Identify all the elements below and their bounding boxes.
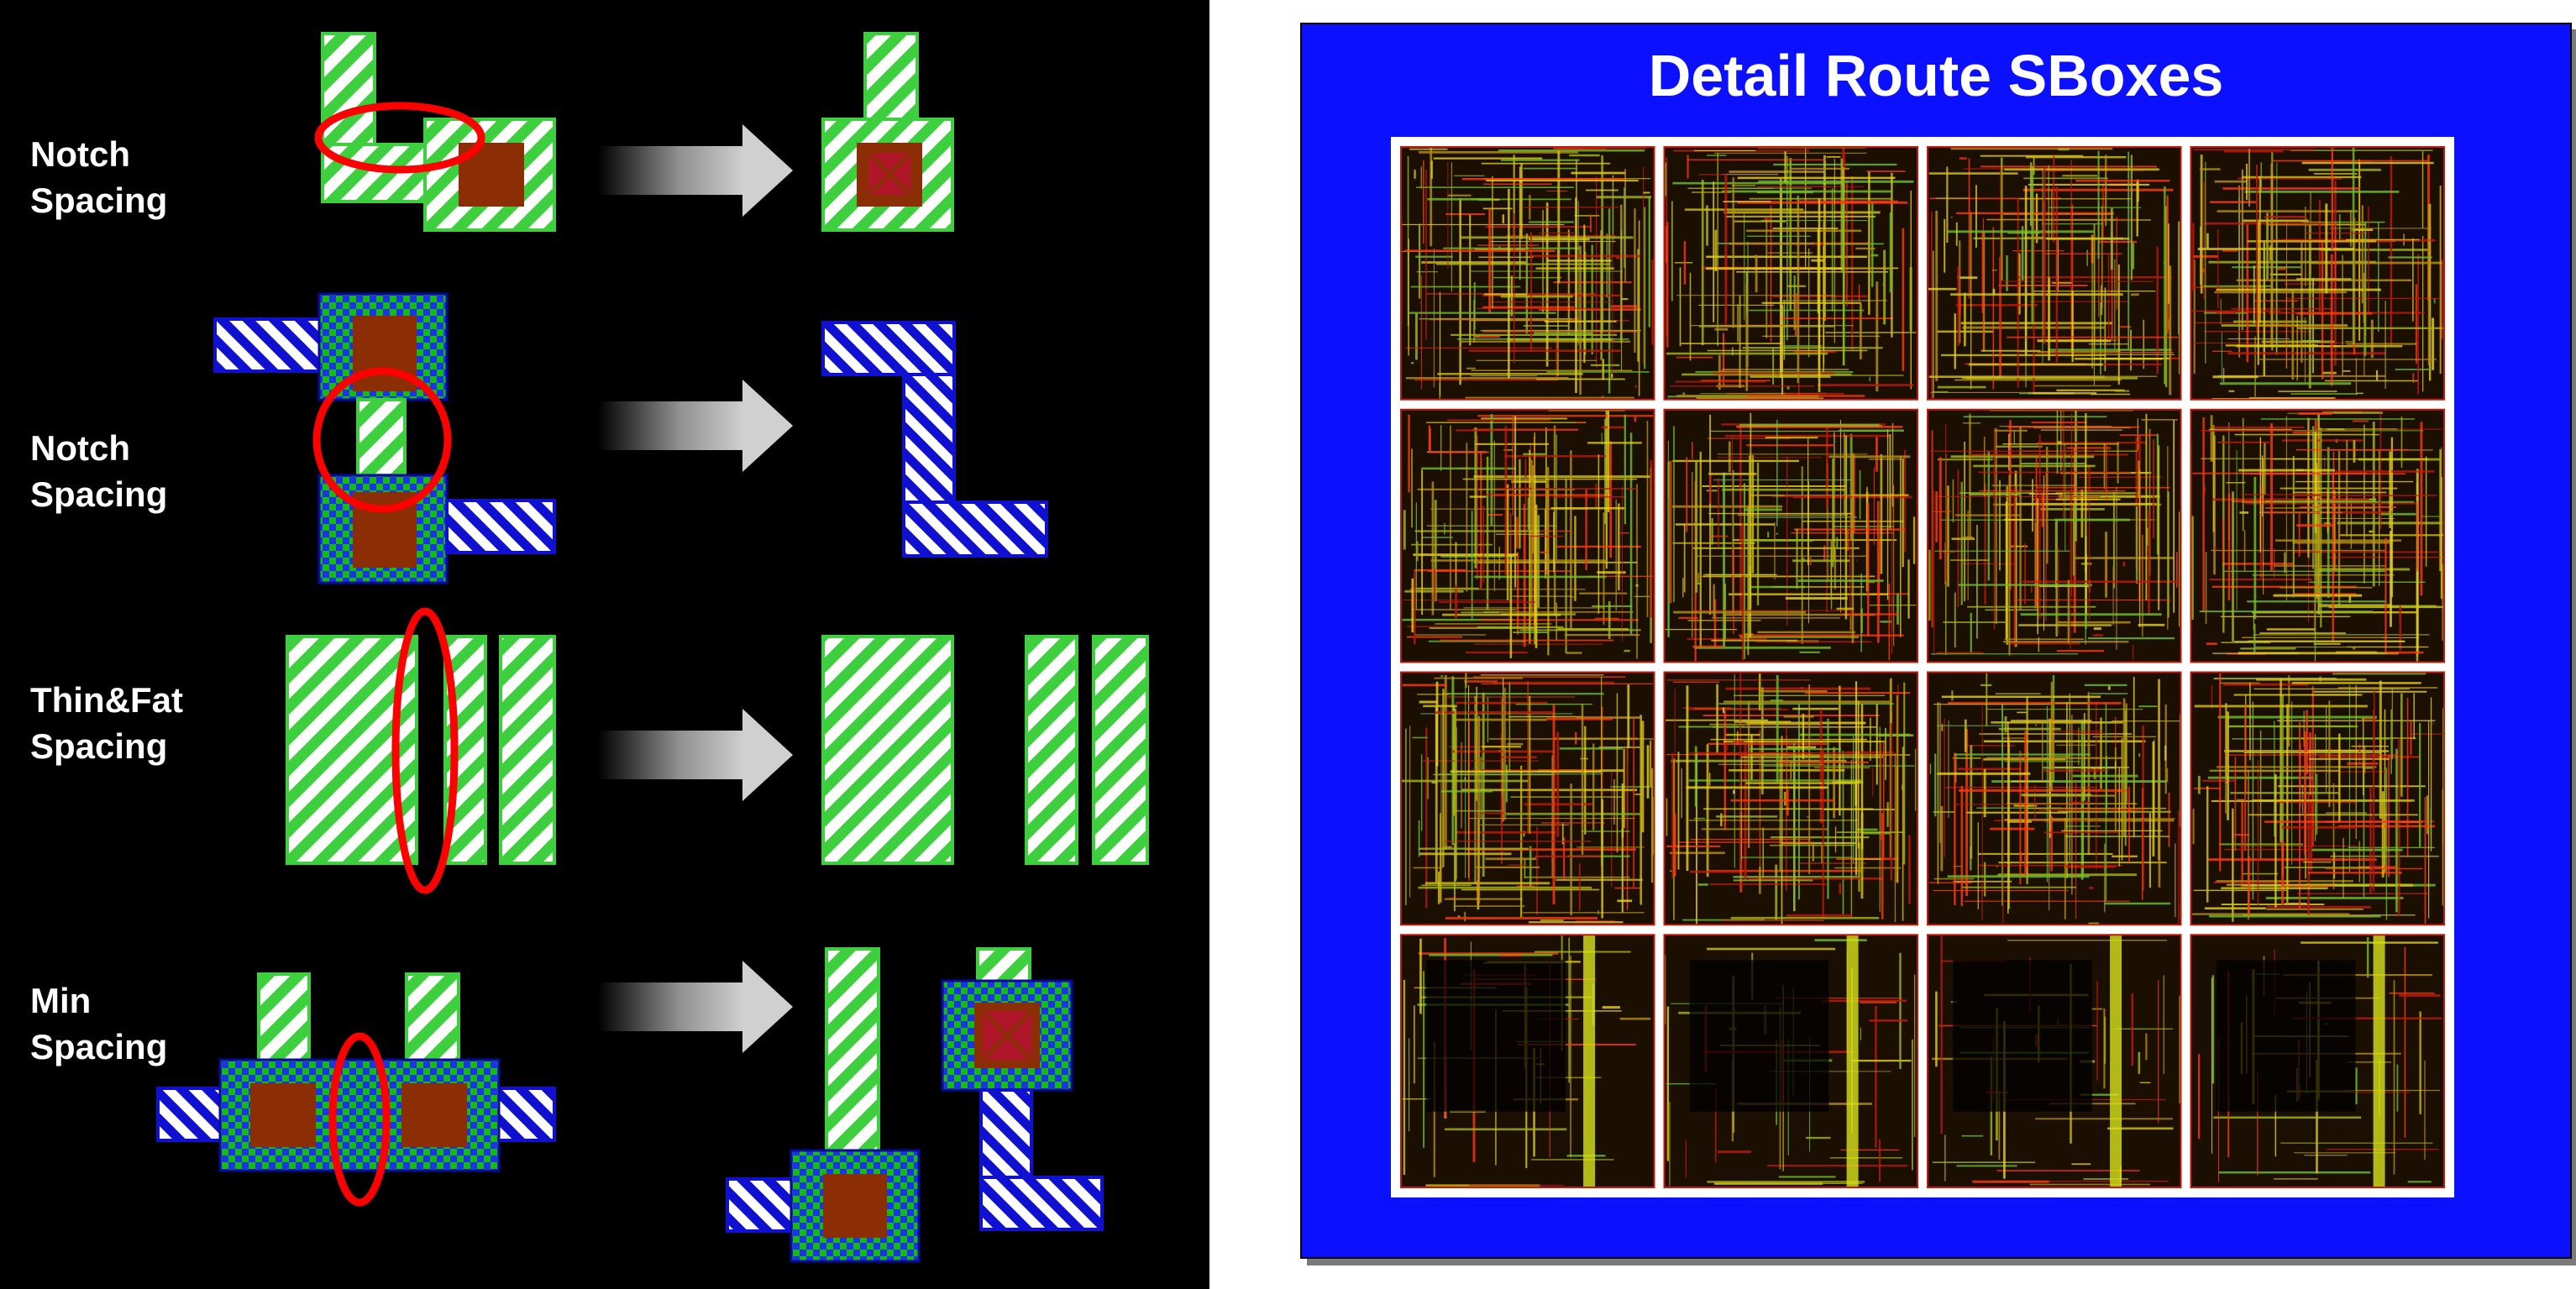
after-shape-right [941,947,1104,1231]
via-x-icon [981,1009,1033,1061]
after-shape [821,635,1149,865]
arrow-right-icon [598,380,793,472]
before-shape [314,32,556,232]
row-thin-fat-spacing [286,607,1149,894]
sbox-grid-svg [1400,145,2445,1188]
sbox-cell [1664,409,1918,663]
via-x-icon [867,151,912,196]
before-shape [156,972,556,1207]
before-shape [213,292,556,584]
sbox-cell [2190,147,2444,400]
violation-ellipse-icon [312,367,452,513]
arrow-right-icon [598,961,793,1053]
sbox-panel-title: Detail Route SBoxes [1648,43,2224,108]
drc-rules-diagram [156,32,1149,1263]
violation-ellipse-icon [314,102,485,174]
before-shape [286,607,556,894]
violation-ellipse-icon [391,607,459,894]
sbox-grid [1391,137,2454,1197]
arrow-right-icon [598,124,793,217]
after-shape [821,321,1048,558]
after-shape-left [726,947,921,1263]
row-notch-spacing-2 [213,292,1048,584]
arrow-right-icon [598,709,793,801]
after-shape [821,32,954,232]
row-min-spacing [156,947,1104,1263]
row-notch-spacing-1 [314,32,954,232]
sbox-panel: Detail Route SBoxes [1300,23,2572,1259]
violation-ellipse-icon [328,1032,391,1207]
